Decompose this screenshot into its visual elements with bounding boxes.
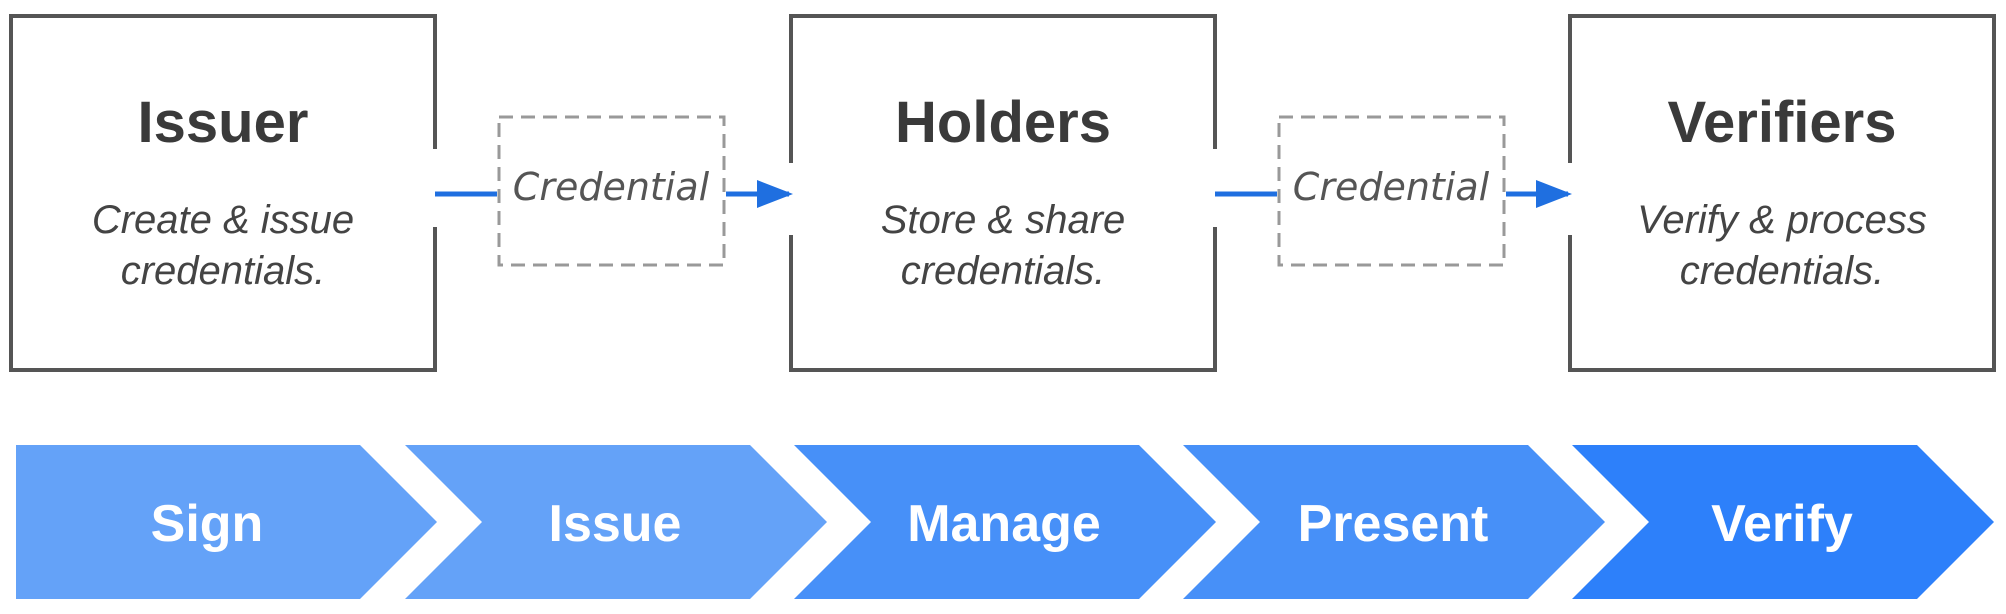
issuer-node: Issuer Create & issue credentials. [9,14,437,372]
step-issue-chevron [405,445,827,599]
verifiers-description-line-2: credentials. [1680,249,1885,293]
verifiers-node: Verifiers Verify & process credentials. [1568,14,1996,372]
edge-gap-mask [1564,163,1576,235]
step-manage: Manage [794,445,1216,599]
holders-description-line-2: credentials. [901,249,1106,293]
holders-title: Holders [895,90,1111,155]
holders-node: Holders Store & share credentials. [789,14,1217,372]
process-steps: Sign Issue Manage Present Verify [16,445,1994,599]
credential-label: Credential [1293,165,1490,209]
credential-dashed-box [497,115,726,267]
edge-gap-mask [1210,149,1222,227]
step-verify: Verify [1572,445,1994,599]
step-manage-label: Manage [907,495,1101,553]
credential-label: Credential [513,165,710,209]
step-issue: Issue [405,445,827,599]
verifiers-box [1568,14,1996,372]
issuer-title: Issuer [138,90,309,155]
edge-gap-mask [785,163,797,235]
verifiers-description-line-1: Verify & process [1637,198,1927,242]
step-verify-label: Verify [1711,495,1853,553]
step-present-chevron [1183,445,1605,599]
arrowhead-icon [757,180,793,208]
step-sign-chevron [16,445,437,599]
edge-gap-mask [430,149,442,227]
step-verify-chevron [1572,445,1994,599]
step-manage-chevron [794,445,1216,599]
issuer-description-line-2: credentials. [121,249,326,293]
verifiers-title: Verifiers [1668,90,1897,155]
step-present: Present [1183,445,1605,599]
step-sign-label: Sign [151,495,264,553]
issuer-to-holders-connector: Credential [430,115,797,267]
credential-dashed-box [1277,115,1506,267]
step-issue-label: Issue [549,495,682,553]
arrowhead-icon [1536,180,1572,208]
holders-to-verifiers-connector: Credential [1210,115,1576,267]
issuer-box [9,14,437,372]
step-present-label: Present [1298,495,1489,553]
step-sign: Sign [16,445,437,599]
issuer-description-line-1: Create & issue [92,198,354,242]
holders-box [789,14,1217,372]
holders-description-line-1: Store & share [881,198,1126,242]
